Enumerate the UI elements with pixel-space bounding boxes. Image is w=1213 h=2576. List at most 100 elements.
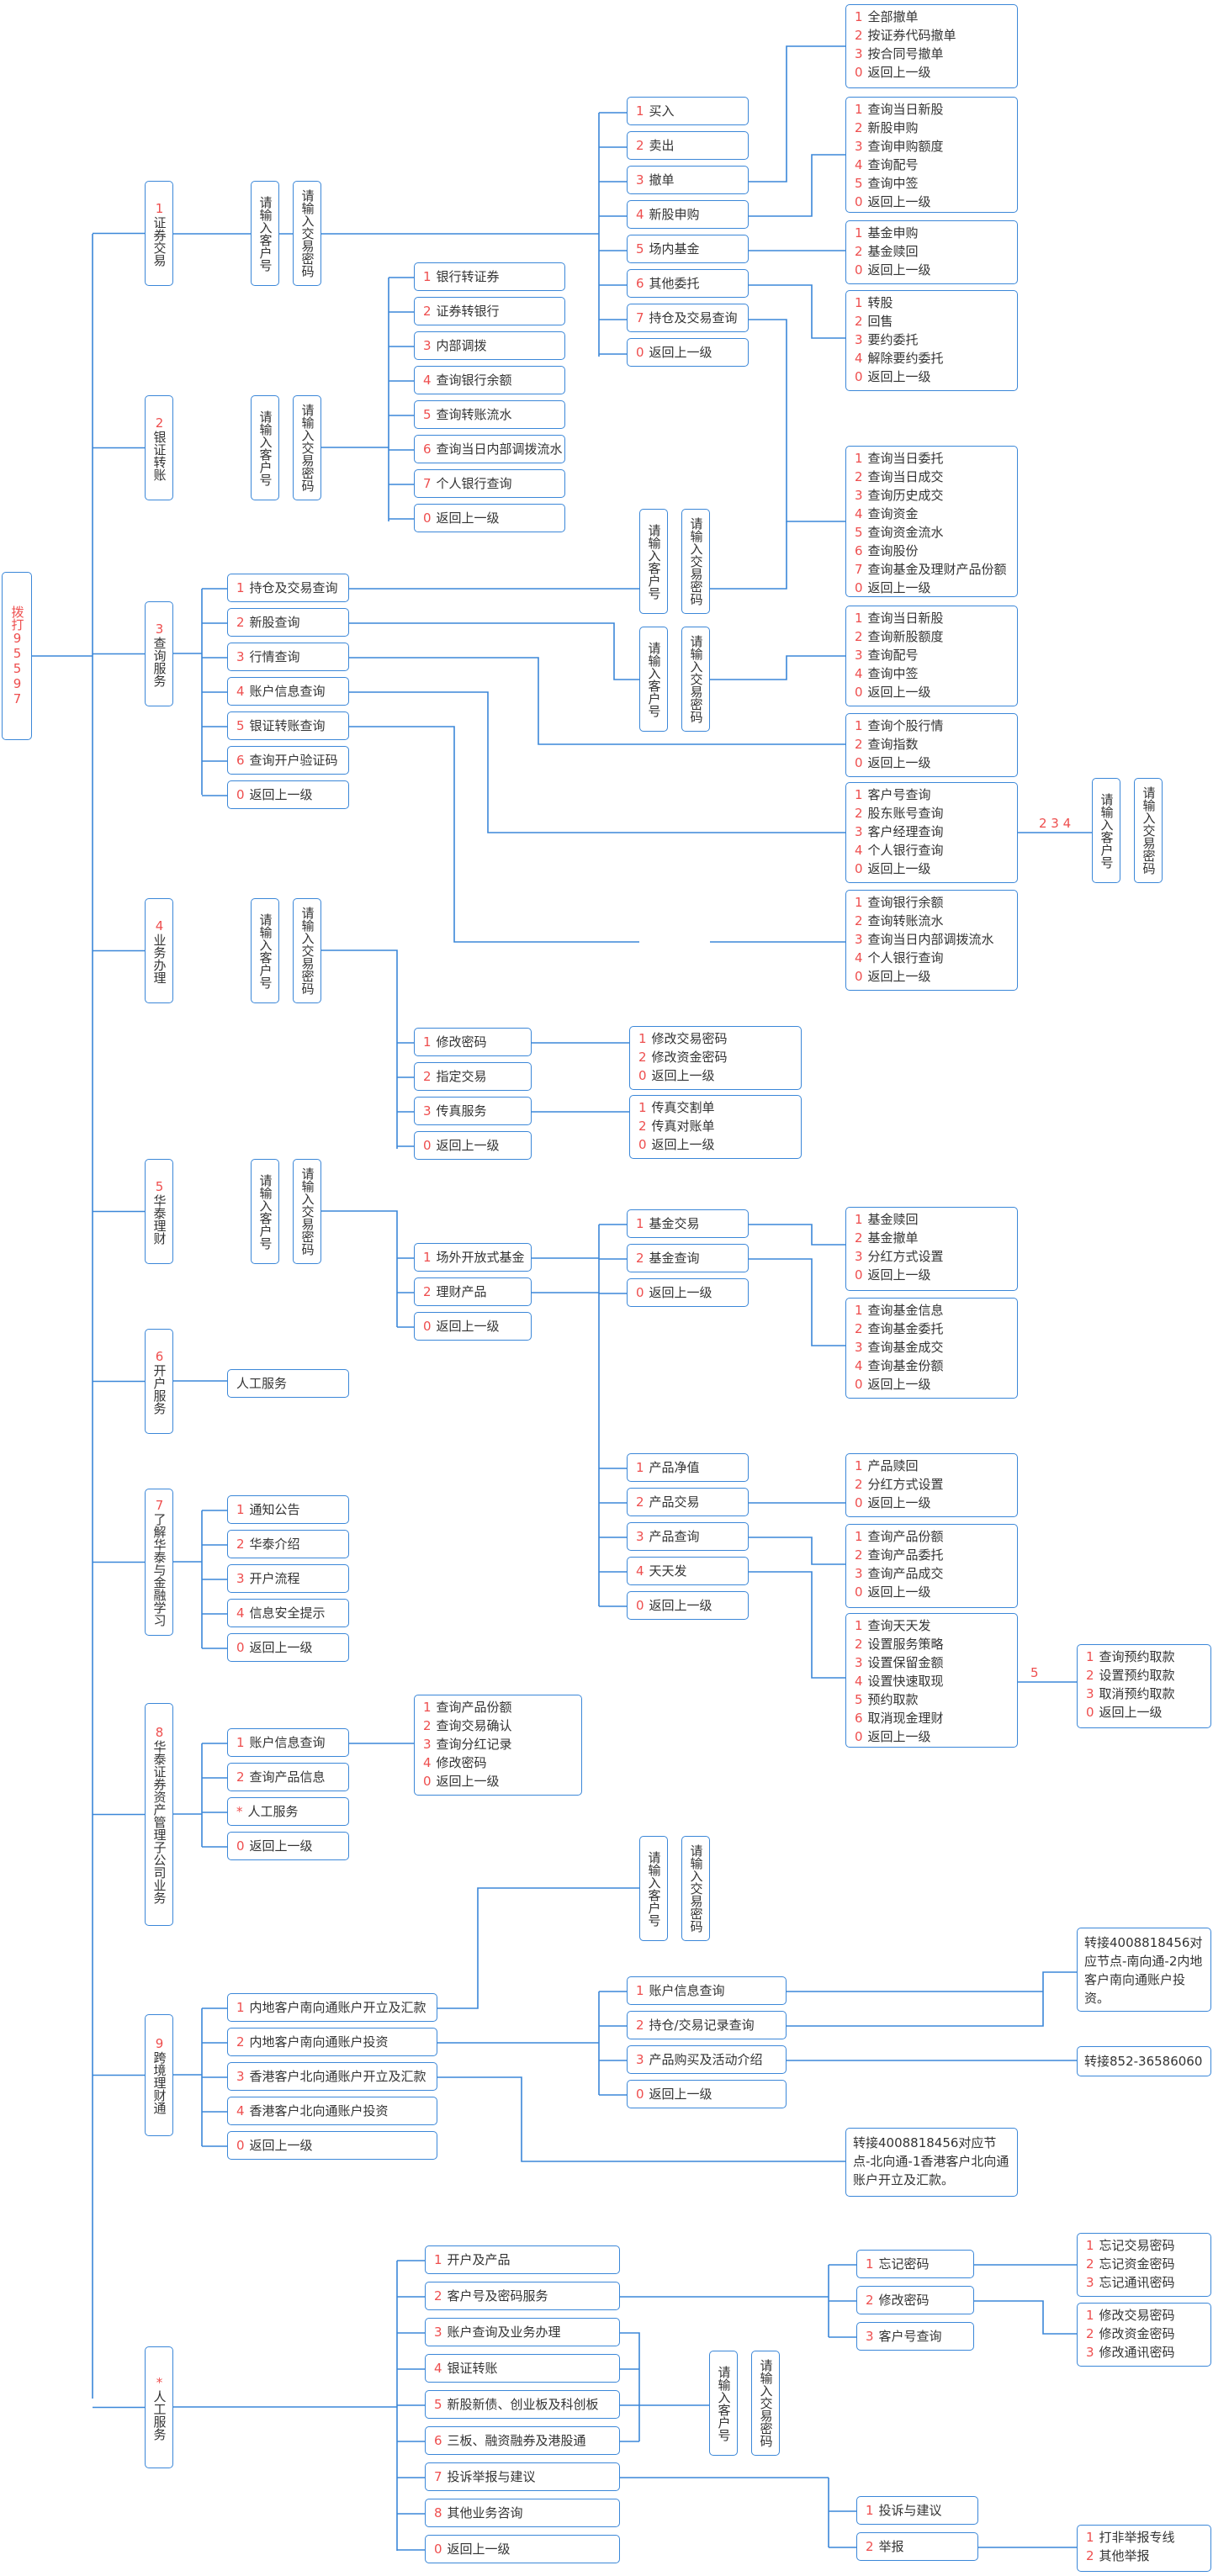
option-number: 5	[423, 407, 432, 422]
option-label: 证券转银行	[436, 304, 500, 319]
option-number: 4	[636, 1563, 644, 1579]
category-number: 9	[151, 2036, 167, 2051]
option-number: 1	[636, 1460, 644, 1475]
option-label: 返回上一级	[649, 345, 712, 360]
option-label: 投诉与建议	[878, 2503, 942, 2518]
password-prompt: 请输入交易密码	[293, 395, 321, 500]
option-label: 查询产品份额	[436, 1700, 512, 1715]
option-label: 返回上一级	[867, 262, 931, 278]
option-number: 3	[855, 139, 863, 154]
category-number: 5	[151, 1178, 167, 1194]
connector	[32, 234, 93, 2399]
option-number: 3	[236, 649, 245, 664]
connector	[173, 1743, 227, 1848]
connector	[173, 2260, 425, 2551]
category-label: 华泰证券资产管理子公司业务	[151, 1740, 167, 1904]
option-label: 开户及产品	[447, 2252, 511, 2267]
option-number: 0	[636, 345, 644, 360]
option-label: 查询申购额度	[867, 139, 944, 154]
option-label: 查询当日成交	[867, 469, 944, 484]
option-number: 7	[636, 310, 644, 325]
option-label: 香港客户北向通账户投资	[249, 2103, 389, 2118]
option-label: 返回上一级	[649, 1285, 712, 1300]
customer-number-prompt: 请输入客户号	[639, 509, 668, 614]
option-number: 4	[423, 1755, 432, 1770]
option-number: 3	[636, 172, 644, 188]
option-label: 返回上一级	[867, 1495, 931, 1510]
option-number: 0	[855, 1267, 863, 1283]
option-number: 0	[1086, 1705, 1094, 1720]
option-label: 忘记交易密码	[1099, 2238, 1175, 2253]
option-label: 查询当日新股	[867, 102, 944, 117]
option-label: 新股查询	[249, 615, 300, 630]
option-label: 客户号查询	[878, 2329, 942, 2344]
connector	[173, 2007, 227, 2147]
option-label: 银证转账查询	[249, 718, 326, 733]
option-label: 账户信息查询	[249, 684, 326, 699]
option-number: 0	[855, 1495, 863, 1510]
connector	[349, 726, 845, 943]
option-number: 0	[855, 65, 863, 80]
category-label: 证券交易	[151, 215, 167, 267]
option-label: 返回上一级	[867, 685, 931, 700]
option-number: 4	[423, 373, 432, 388]
option-number: 2	[855, 1230, 863, 1246]
option-label: 卖出	[649, 138, 675, 153]
option-label: 基金申购	[867, 225, 919, 241]
option-number: 0	[855, 969, 863, 984]
option-label: 查询配号	[867, 648, 919, 663]
prompt-text: 请输入客户号	[716, 2365, 732, 2441]
option-number: 1	[855, 718, 863, 733]
option-label: 个人银行查询	[867, 950, 944, 965]
option-number: 1	[855, 1458, 863, 1473]
option-number: 2	[236, 615, 245, 630]
option-number: 3	[423, 338, 432, 353]
option-label: 内地客户南向通账户投资	[249, 2034, 389, 2050]
option-number: 1	[855, 895, 863, 910]
menu-item: *人工服务	[227, 1797, 349, 1826]
option-number: 2	[434, 2288, 442, 2304]
connector	[620, 2332, 709, 2442]
category-number: 8	[151, 1725, 167, 1740]
option-label: 举报	[878, 2539, 904, 2554]
option-number: 4	[855, 843, 863, 858]
option-number: 2	[866, 2539, 874, 2554]
option-number: 1	[855, 787, 863, 802]
option-label: 新股申购	[649, 207, 700, 222]
option-number: 1	[636, 1216, 644, 1231]
